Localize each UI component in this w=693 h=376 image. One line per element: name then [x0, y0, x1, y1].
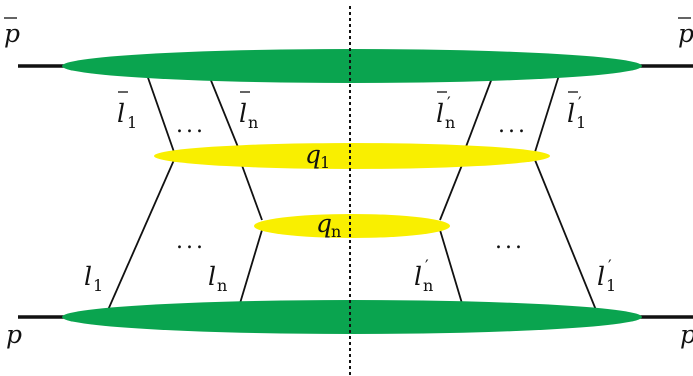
- svg-text:n: n: [217, 276, 227, 295]
- svg-text:1: 1: [320, 153, 330, 172]
- svg-text:l: l: [239, 99, 247, 128]
- ellipsis-middle-left: ...: [176, 229, 206, 254]
- svg-text:′: ′: [578, 93, 582, 112]
- svg-text:1: 1: [576, 113, 586, 132]
- svg-text:l: l: [117, 99, 125, 128]
- svg-text:n: n: [423, 276, 433, 295]
- line-ln-lower: [237, 229, 263, 311]
- line-ln: [239, 159, 263, 221]
- label-pbar-right: p: [678, 17, 693, 48]
- svg-text:l: l: [436, 99, 444, 128]
- svg-text:1: 1: [606, 276, 616, 295]
- svg-text:l: l: [84, 262, 92, 291]
- label-l1p: l ′ 1: [597, 256, 616, 295]
- line-lbarn: [209, 77, 241, 153]
- label-q1: q 1: [305, 140, 330, 172]
- line-lnp: [439, 159, 465, 221]
- line-lbarnp: [463, 77, 493, 153]
- svg-text:n: n: [248, 113, 258, 132]
- label-p-right: p: [680, 320, 693, 349]
- pbar-green-blob: [62, 49, 642, 83]
- svg-text:1: 1: [127, 113, 137, 132]
- svg-text:p: p: [678, 19, 693, 48]
- svg-text:n: n: [445, 113, 455, 132]
- ellipsis-middle-right: ...: [495, 229, 525, 254]
- svg-text:l: l: [567, 99, 575, 128]
- label-p-left: p: [6, 320, 22, 349]
- line-l1p: [534, 159, 597, 311]
- label-l1: l 1: [84, 262, 103, 295]
- svg-text:l: l: [208, 262, 216, 291]
- svg-text:′: ′: [608, 256, 612, 275]
- svg-text:q: q: [305, 140, 321, 169]
- label-ln: l n: [208, 262, 227, 295]
- qn-yellow-blob: [254, 214, 450, 238]
- label-lbarnp: l ′ n: [436, 91, 455, 132]
- label-lbarn: l n: [239, 91, 258, 132]
- svg-text:l: l: [597, 262, 605, 291]
- svg-text:l: l: [414, 262, 422, 291]
- svg-text:1: 1: [93, 276, 103, 295]
- label-lnp: l ′ n: [414, 256, 433, 295]
- label-lbar1p: l ′ 1: [567, 91, 586, 132]
- label-qn: q n: [316, 209, 341, 241]
- line-lbar1: [145, 71, 175, 153]
- line-lbar1p: [534, 71, 561, 153]
- svg-text:′: ′: [447, 93, 451, 112]
- svg-text:q: q: [316, 209, 332, 238]
- ellipsis-upper-left: ...: [176, 113, 206, 138]
- line-l1: [107, 159, 175, 311]
- line-lnp-lower: [439, 229, 465, 311]
- label-lbar1: l 1: [117, 91, 137, 132]
- svg-text:′: ′: [425, 256, 429, 275]
- q1-yellow-blob: [154, 143, 550, 169]
- p-green-blob: [62, 300, 642, 334]
- parton-lines: [107, 71, 597, 311]
- svg-text:p: p: [4, 19, 20, 48]
- ellipsis-upper-right: ...: [498, 113, 528, 138]
- label-pbar-left: p: [4, 17, 20, 48]
- svg-text:n: n: [331, 222, 341, 241]
